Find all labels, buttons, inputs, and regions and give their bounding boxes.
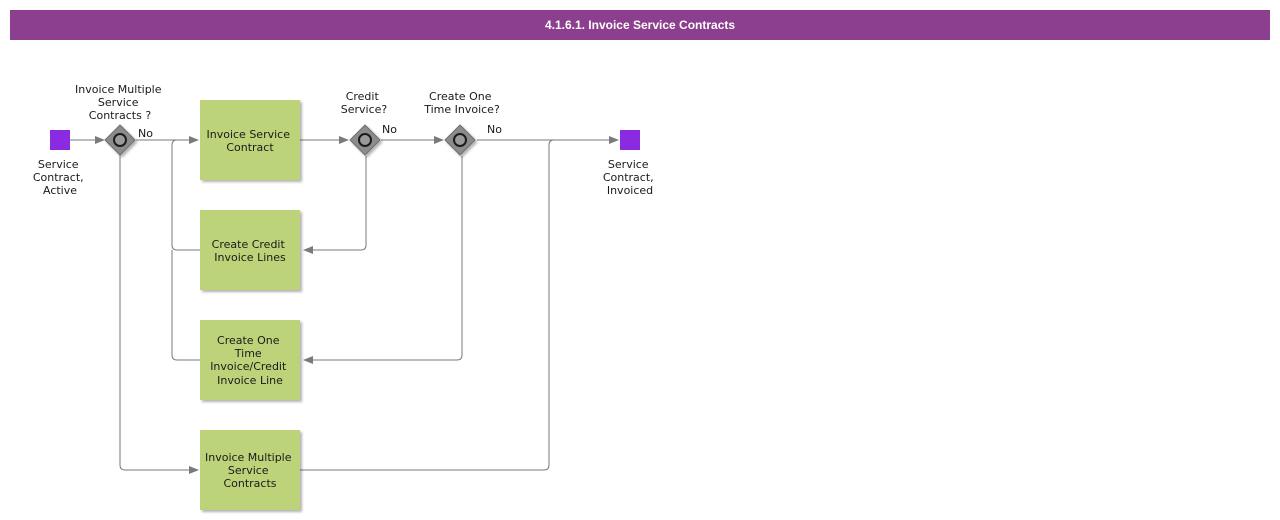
flow-credit-yes-to-credit-task [303,156,367,254]
diagram-title: 4.1.6.1. Invoice Service Contracts [544,18,736,32]
gateway-one-time-invoice [444,124,476,156]
gateway-one-time-invoice-label: Create One Time Invoice? [423,90,500,116]
start-event [50,130,70,150]
end-event [620,130,640,150]
gateway-invoice-multiple [104,124,136,156]
flow-one-time-yes-to-one-time-task [303,156,463,364]
task-invoice-service-contract[interactable]: Invoice Service Contract [200,100,300,180]
gateway-credit-service-no-label: No [382,123,397,136]
flow-gateway-to-multiple-task [119,154,199,474]
task-create-one-time-invoice[interactable]: Create One Time Invoice/Credit Invoice L… [200,320,300,400]
gateway-invoice-multiple-label: Invoice Multiple Service Contracts ? [75,83,165,122]
task-invoice-multiple-service-contracts[interactable]: Invoice Multiple Service Contracts [200,430,300,510]
end-event-label: Service Contract, Invoiced [603,158,657,197]
task-create-one-time-invoice-label: Create One Time Invoice/Credit Invoice L… [210,334,290,387]
start-event-label: Service Contract, Active [33,158,87,197]
task-invoice-multiple-service-contracts-label: Invoice Multiple Service Contracts [205,451,295,490]
task-invoice-service-contract-label: Invoice Service Contract [207,128,294,154]
gateway-credit-service-label: Credit Service? [341,90,388,116]
task-create-credit-invoice-lines-label: Create Credit Invoice Lines [212,238,289,264]
diagram-title-bar: 4.1.6.1. Invoice Service Contracts [10,10,1270,40]
flow-credit-task-loop-back [171,139,200,251]
gateway-one-time-invoice-no-label: No [487,123,502,136]
flow-multiple-task-to-end [300,139,560,471]
gateway-invoice-multiple-no-label: No [138,127,153,140]
task-create-credit-invoice-lines[interactable]: Create Credit Invoice Lines [200,210,300,290]
gateway-credit-service [349,124,381,156]
flow-one-time-task-loop-back [171,250,200,361]
